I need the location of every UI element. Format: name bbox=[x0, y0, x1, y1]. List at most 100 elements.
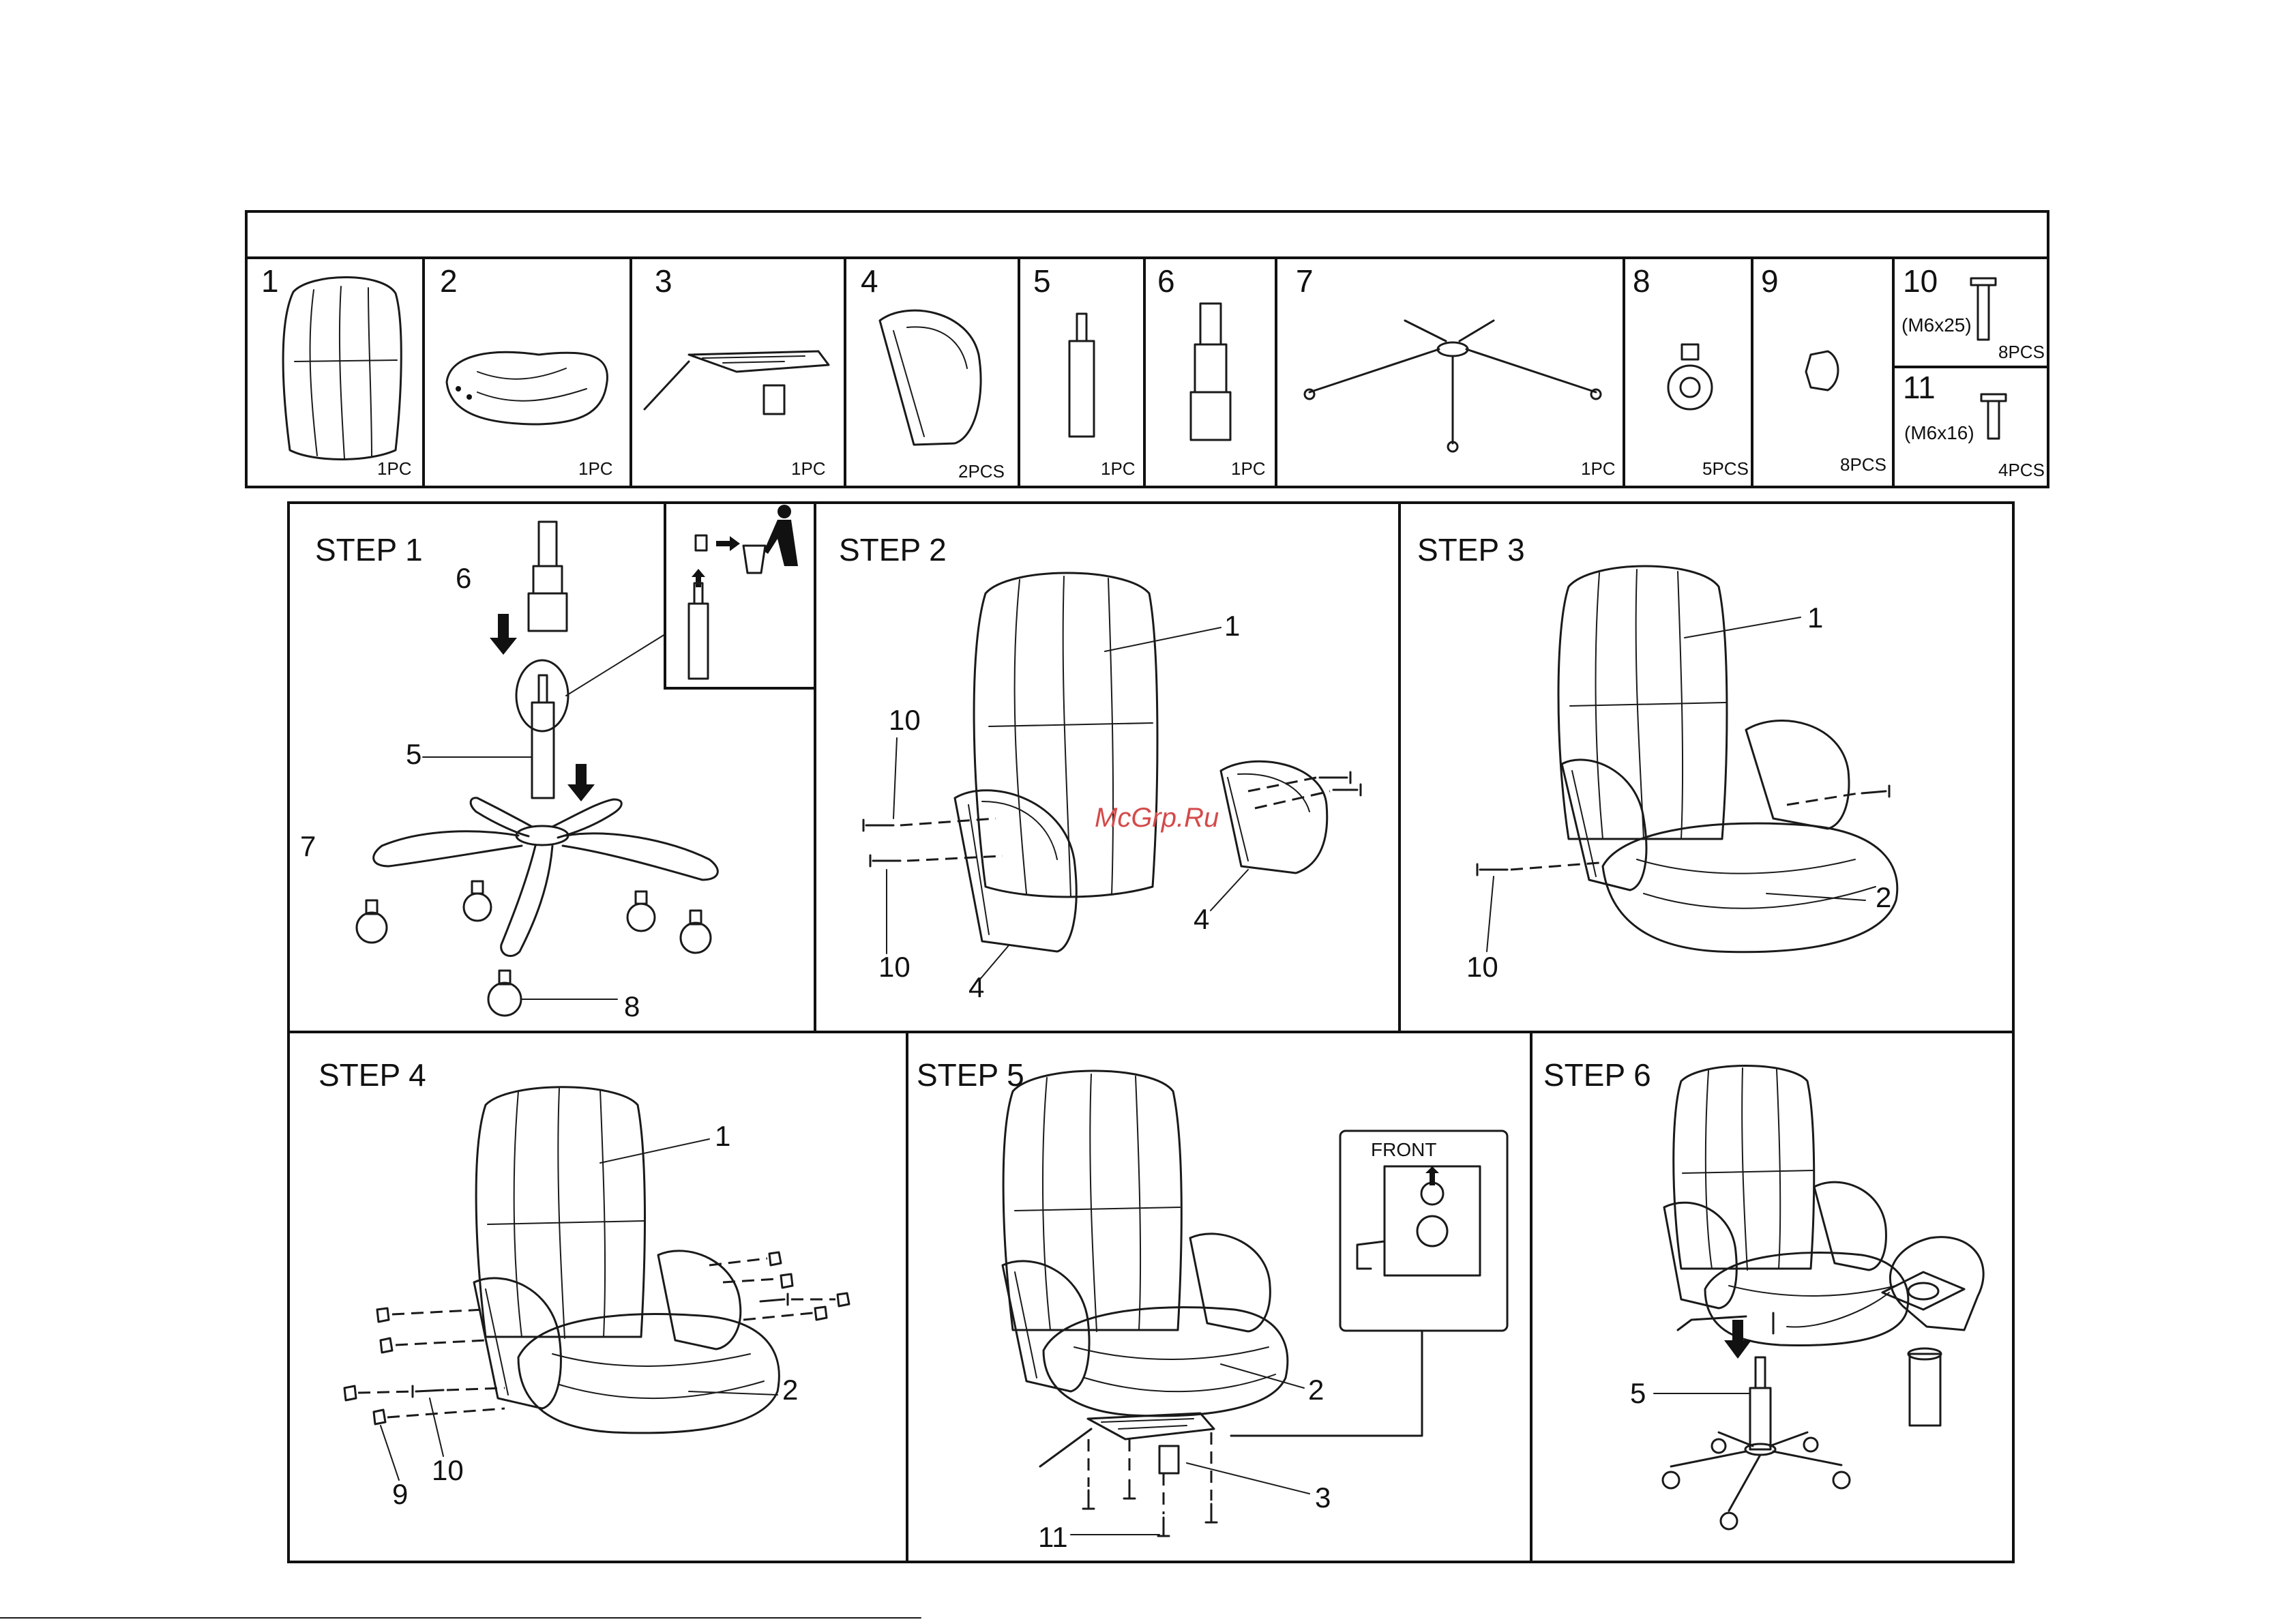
chair-backrest-icon bbox=[476, 1087, 709, 1338]
part-quantity: 2PCS bbox=[958, 461, 1005, 482]
callout-label: 5 bbox=[406, 738, 421, 770]
part-number: 9 bbox=[1761, 263, 1779, 299]
callout-label: 2 bbox=[782, 1374, 798, 1406]
bolt-long-icon bbox=[413, 1294, 788, 1397]
armrest-icon bbox=[955, 791, 1076, 981]
caster-wheel-icon bbox=[357, 881, 711, 1016]
part-number: 3 bbox=[655, 263, 672, 299]
part-quantity: 5PCS bbox=[1702, 458, 1749, 479]
chair-backrest-icon bbox=[974, 573, 1221, 897]
detail-magnifier-icon bbox=[1787, 1237, 1983, 1426]
armrest-icon bbox=[1211, 761, 1327, 911]
part-spec: (M6x16) bbox=[1904, 422, 1974, 443]
callout-label: 1 bbox=[1807, 602, 1823, 634]
step-6-panel: STEP 6 5 bbox=[1543, 1057, 1983, 1529]
part-cell-10: 10 (M6x25) 8PCS bbox=[1901, 263, 2045, 362]
part-quantity: 1PC bbox=[791, 458, 826, 479]
person-discard-icon bbox=[778, 505, 791, 518]
callout-label: 1 bbox=[715, 1120, 730, 1152]
part-cell-11: 11 (M6x16) 4PCS bbox=[1903, 370, 2045, 480]
part-cell-1: 1 1PC bbox=[261, 263, 412, 479]
step-title: STEP 4 bbox=[319, 1057, 426, 1093]
callout-label: 2 bbox=[1876, 881, 1891, 913]
part-cell-6: 6 1PC bbox=[1157, 263, 1266, 479]
part-number: 1 bbox=[261, 263, 279, 299]
gas-lift-small-icon bbox=[1069, 314, 1094, 437]
step-5-panel: STEP 5 2 3 11 bbox=[917, 1057, 1507, 1553]
bolt-cap-icon bbox=[1806, 351, 1838, 390]
highlight-circle bbox=[516, 660, 568, 731]
callout-label: 8 bbox=[624, 990, 640, 1022]
part-cell-3: 3 1PC bbox=[645, 263, 829, 479]
part-number: 8 bbox=[1633, 263, 1650, 299]
part-quantity: 1PC bbox=[1231, 458, 1266, 479]
armrest-icon bbox=[658, 1251, 741, 1349]
part-number: 4 bbox=[861, 263, 878, 299]
part-quantity: 8PCS bbox=[1998, 342, 2045, 362]
front-orientation-inset bbox=[1340, 1131, 1507, 1331]
trash-bin-icon bbox=[743, 546, 765, 573]
part-cell-9: 9 8PCS bbox=[1761, 263, 1886, 475]
step-title: STEP 2 bbox=[839, 532, 947, 567]
callout-label: 5 bbox=[1630, 1377, 1646, 1409]
chair-backrest-icon bbox=[1003, 1071, 1181, 1331]
tilt-mechanism-icon bbox=[1357, 1166, 1480, 1275]
bolt-short-icon bbox=[1083, 1480, 1217, 1536]
parts-table-header-row bbox=[246, 211, 2048, 258]
part-number: 5 bbox=[1033, 263, 1051, 299]
part-cell-8: 8 5PCS bbox=[1633, 263, 1749, 479]
callout-label: 10 bbox=[432, 1454, 464, 1486]
callout-label: 2 bbox=[1308, 1374, 1324, 1406]
steps-row-2 bbox=[288, 1032, 2013, 1562]
callout-label: 6 bbox=[456, 562, 471, 594]
tilt-mechanism-icon bbox=[645, 351, 829, 414]
part-cell-5: 5 1PC bbox=[1033, 263, 1136, 479]
gas-lift-small-icon bbox=[532, 675, 554, 798]
part-cell-4: 4 2PCS bbox=[861, 263, 1005, 482]
gas-lift-cover-icon bbox=[529, 522, 567, 631]
part-cell-7: 7 1PC bbox=[1296, 263, 1616, 479]
step-title: STEP 6 bbox=[1543, 1057, 1651, 1093]
step-2-panel: STEP 2 1 10 10 4 4 bbox=[839, 532, 1361, 1003]
leader-line bbox=[1231, 1331, 1422, 1436]
part-cell-2: 2 1PC bbox=[440, 263, 613, 479]
part-spec: (M6x25) bbox=[1901, 314, 1972, 336]
gas-lift-small-icon bbox=[1750, 1357, 1771, 1449]
step-1-panel: STEP 1 6 5 7 8 bbox=[300, 503, 815, 1022]
chair-backrest-icon bbox=[283, 278, 401, 460]
five-star-base-icon bbox=[1305, 321, 1601, 452]
bolt-long-icon bbox=[863, 738, 1361, 954]
bolt-long-icon bbox=[1971, 278, 1996, 340]
part-quantity: 8PCS bbox=[1840, 454, 1886, 475]
chair-backrest-icon bbox=[1558, 566, 1801, 839]
callout-label: 7 bbox=[300, 830, 316, 862]
parts-table: 1 1PC 2 1PC 3 1PC bbox=[246, 211, 2048, 487]
part-number: 11 bbox=[1903, 370, 1936, 405]
bolt-short-icon bbox=[1981, 394, 2006, 439]
callout-label: 10 bbox=[1466, 951, 1498, 983]
part-quantity: 1PC bbox=[1101, 458, 1136, 479]
part-number: 7 bbox=[1296, 263, 1314, 299]
step-4-panel: STEP 4 1 2 10 9 bbox=[319, 1057, 849, 1510]
armrest-icon bbox=[880, 310, 981, 445]
part-number: 2 bbox=[440, 263, 458, 299]
armrest-icon bbox=[1746, 721, 1849, 829]
five-star-base-icon bbox=[1663, 1432, 1850, 1529]
arrow-up-icon bbox=[1425, 1166, 1439, 1185]
step-title: STEP 1 bbox=[315, 532, 423, 567]
part-quantity: 1PC bbox=[578, 458, 613, 479]
callout-label: 10 bbox=[889, 704, 921, 736]
tilt-mechanism-icon bbox=[1040, 1413, 1309, 1494]
part-quantity: 1PC bbox=[377, 458, 412, 479]
seat-cushion-icon bbox=[447, 352, 607, 424]
step-title: STEP 5 bbox=[917, 1057, 1024, 1093]
part-quantity: 4PCS bbox=[1998, 460, 2045, 480]
part-number: 6 bbox=[1157, 263, 1175, 299]
arrow-down-icon bbox=[490, 614, 517, 655]
step-3-panel: STEP 3 1 2 10 bbox=[1417, 532, 1897, 983]
callout-label: 4 bbox=[1194, 903, 1209, 935]
part-quantity: 1PC bbox=[1581, 458, 1616, 479]
caster-wheel-icon bbox=[1668, 344, 1712, 409]
arrow-down-icon bbox=[567, 764, 595, 801]
